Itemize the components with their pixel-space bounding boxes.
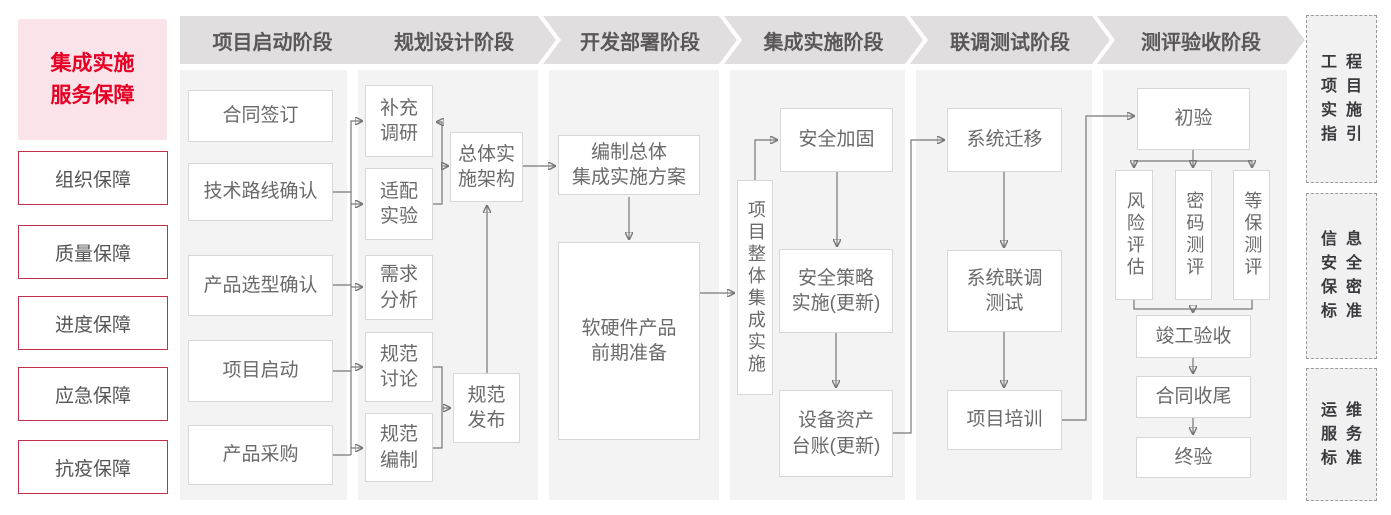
- box-system-joint-test: 系统联调 测试: [947, 250, 1062, 332]
- box-adaptation-experiment: 适配 实验: [365, 168, 433, 240]
- standard-engineering-project-guide: 工程 项目 实施 指引: [1306, 15, 1377, 183]
- box-equipment-asset-ledger: 设备资产 台账(更新): [779, 390, 893, 477]
- box-risk-assessment: 风险评估: [1115, 170, 1153, 300]
- box-final-acceptance: 终验: [1136, 437, 1251, 478]
- sidebar-item-epidemic-assurance: 抗疫保障: [18, 440, 168, 494]
- box-system-migration: 系统迁移: [947, 108, 1062, 172]
- phase-header-integration: 集成实施阶段: [724, 16, 923, 64]
- phase-header-acceptance: 测评验收阶段: [1097, 16, 1305, 64]
- box-overall-impl-architecture: 总体实 施架构: [450, 132, 523, 202]
- box-project-training: 项目培训: [947, 390, 1062, 450]
- sidebar-item-schedule-assurance: 进度保障: [18, 296, 168, 350]
- box-graded-protection-evaluation: 等保测评: [1233, 170, 1270, 300]
- sidebar-item-emergency-assurance: 应急保障: [18, 367, 168, 421]
- box-security-policy-impl: 安全策略 实施(更新): [779, 249, 893, 333]
- box-requirement-analysis: 需求 分析: [365, 255, 433, 320]
- box-spec-discussion: 规范 讨论: [365, 332, 433, 402]
- phase-header-development: 开发部署阶段: [543, 16, 737, 64]
- sidebar-item-organization-assurance: 组织保障: [18, 151, 168, 205]
- sidebar-item-quality-assurance: 质量保障: [18, 225, 168, 279]
- box-spec-compilation: 规范 编制: [365, 413, 433, 482]
- box-contract-signing: 合同签订: [188, 90, 333, 142]
- phase-header-joint-testing: 联调测试阶段: [910, 16, 1110, 64]
- box-overall-project-integration: 项目整体集成实施: [737, 180, 773, 395]
- standard-info-security: 信息 安全 保密 标准: [1306, 193, 1377, 359]
- box-initial-acceptance: 初验: [1137, 88, 1250, 150]
- phase-header-planning: 规划设计阶段: [352, 16, 556, 64]
- box-tech-route-confirm: 技术路线确认: [188, 163, 333, 221]
- box-project-kickoff: 项目启动: [188, 340, 333, 402]
- box-product-selection-confirm: 产品选型确认: [188, 255, 333, 316]
- standard-ops-service: 运维 服务 标准: [1306, 368, 1377, 501]
- box-product-procurement: 产品采购: [188, 425, 333, 485]
- sidebar-title: 集成实施 服务保障: [18, 19, 167, 140]
- box-compile-overall-plan: 编制总体 集成实施方案: [558, 135, 700, 195]
- box-contract-closing: 合同收尾: [1136, 376, 1251, 418]
- phase-header-startup: 项目启动阶段: [180, 16, 375, 64]
- box-crypto-evaluation: 密码测评: [1175, 170, 1212, 300]
- box-completion-acceptance: 竣工验收: [1136, 315, 1251, 358]
- box-spec-release: 规范 发布: [453, 373, 520, 443]
- box-supplement-research: 补充 调研: [365, 85, 433, 157]
- box-security-hardening: 安全加固: [780, 108, 893, 172]
- box-hw-sw-preparation: 软硬件产品 前期准备: [558, 242, 700, 440]
